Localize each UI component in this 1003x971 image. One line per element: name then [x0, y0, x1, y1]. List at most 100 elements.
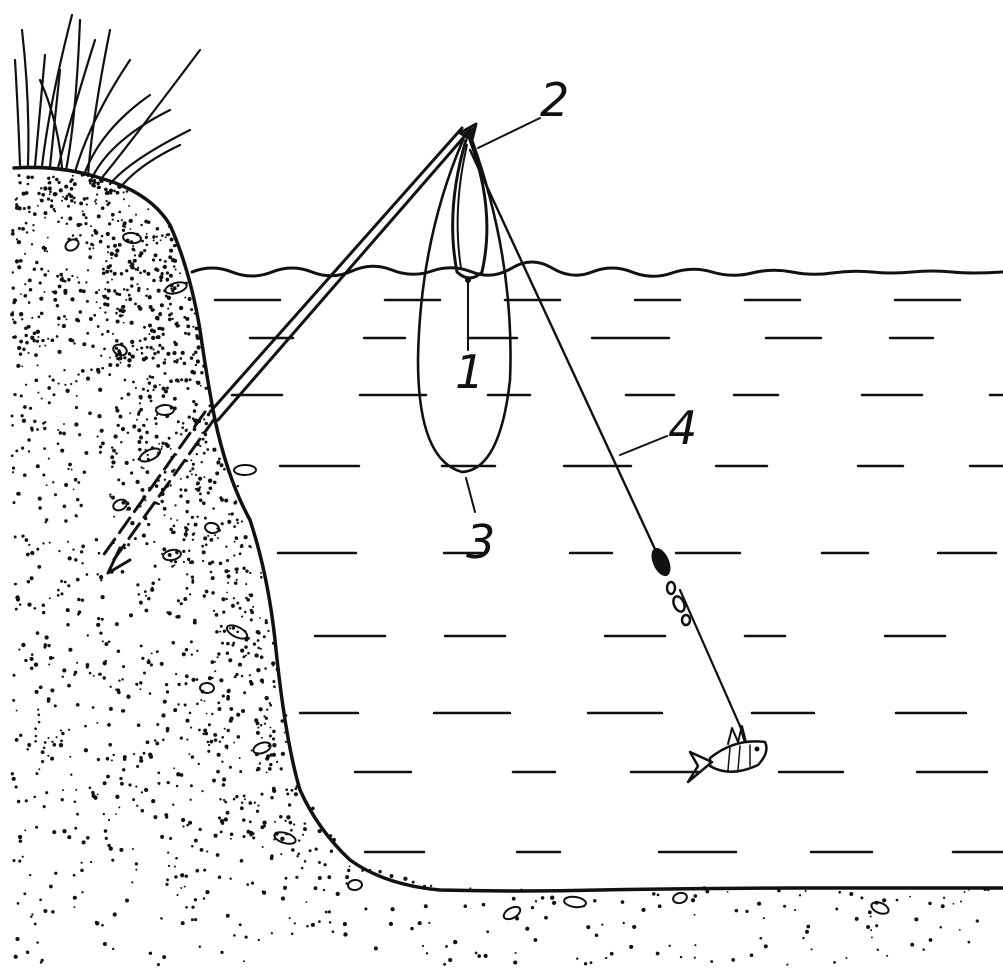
large-line-loop [418, 140, 511, 472]
sand-dot [194, 312, 196, 314]
sand-dot [112, 333, 114, 335]
sand-dot [28, 450, 30, 452]
sand-dot [163, 700, 167, 704]
sand-dot [196, 381, 200, 385]
sand-dot [757, 902, 761, 906]
sand-dot [203, 418, 205, 420]
sand-dot [26, 175, 30, 179]
sand-dot [164, 372, 167, 375]
sand-dot [31, 429, 34, 432]
sand-dot [67, 468, 69, 470]
sand-dot [260, 793, 263, 796]
sand-dot [222, 611, 225, 614]
sand-dot [106, 232, 110, 236]
sand-dot [244, 798, 246, 800]
sand-dot [156, 242, 159, 245]
sand-dot [269, 763, 272, 766]
sand-dot [336, 892, 340, 896]
sand-dot [17, 346, 21, 350]
sand-dot [228, 658, 232, 662]
sand-dot [184, 488, 187, 491]
sand-dot [132, 798, 135, 801]
sand-dot [133, 249, 136, 252]
sand-dot [95, 291, 98, 294]
sand-dot [207, 535, 209, 537]
sand-dot [256, 630, 260, 634]
sand-dot [86, 197, 89, 200]
sand-dot [160, 239, 162, 241]
sand-dot [117, 220, 119, 222]
sand-dot [34, 663, 38, 667]
sand-dot [83, 471, 86, 474]
sand-dot [52, 291, 54, 293]
sand-dot [82, 213, 85, 216]
sand-dot [27, 438, 31, 442]
sand-dot [241, 544, 243, 546]
sand-dot [30, 551, 34, 555]
sand-dot [173, 767, 175, 769]
sand-dot [198, 763, 200, 765]
sand-dot [133, 753, 135, 755]
sand-dot [72, 234, 75, 237]
sand-dot [97, 793, 99, 795]
sand-dot [175, 431, 178, 434]
sand-dot [289, 917, 291, 919]
sand-dot [104, 642, 108, 646]
sand-dot [98, 388, 102, 392]
sand-dot [229, 877, 231, 879]
sand-dot [239, 770, 242, 773]
sand-dot [260, 678, 264, 682]
sand-dot [180, 602, 183, 605]
sand-dot [302, 834, 304, 836]
sand-dot [412, 881, 415, 884]
sand-dot [871, 936, 873, 938]
sand-dot [147, 597, 151, 601]
sand-dot [236, 713, 240, 717]
sand-dot [297, 853, 300, 856]
sand-dot [983, 888, 986, 891]
sand-dot [31, 653, 34, 656]
sand-dot [144, 590, 147, 593]
sand-dot [157, 350, 160, 353]
sand-dot [167, 781, 170, 784]
sand-dot [134, 302, 137, 305]
sand-dot [284, 820, 286, 822]
sand-dot [453, 940, 457, 944]
sand-dot [115, 795, 119, 799]
sand-dot [150, 588, 154, 592]
sand-dot [838, 891, 841, 894]
sand-dot [74, 558, 77, 561]
sand-dot [191, 473, 193, 475]
sand-dot [207, 491, 210, 494]
sand-dot [47, 697, 51, 701]
sand-dot [180, 737, 183, 740]
sand-dot [101, 924, 104, 927]
sand-dot [219, 741, 221, 743]
sand-dot [140, 224, 142, 226]
sand-dot [92, 247, 94, 249]
sand-dot [266, 754, 270, 758]
sand-dot [114, 291, 116, 293]
sand-dot [154, 565, 157, 568]
sand-dot [76, 662, 78, 664]
sand-dot [203, 452, 206, 455]
sand-dot [252, 606, 254, 608]
sand-dot [44, 344, 46, 346]
sand-dot [165, 683, 168, 686]
sand-dot [154, 739, 157, 742]
sand-dot [254, 653, 258, 657]
sand-dot [128, 297, 132, 301]
sand-dot [173, 286, 177, 290]
sand-dot [243, 691, 246, 694]
sand-dot [50, 204, 54, 208]
sand-dot [105, 270, 109, 274]
sand-dot [364, 907, 367, 910]
sand-dot [97, 370, 101, 374]
sand-dot [189, 712, 192, 715]
sand-dot [59, 431, 63, 435]
sand-dot [156, 227, 160, 231]
sand-dot [652, 892, 656, 896]
sand-dot [146, 378, 148, 380]
sand-dot [241, 709, 245, 713]
sand-dot [218, 707, 222, 711]
